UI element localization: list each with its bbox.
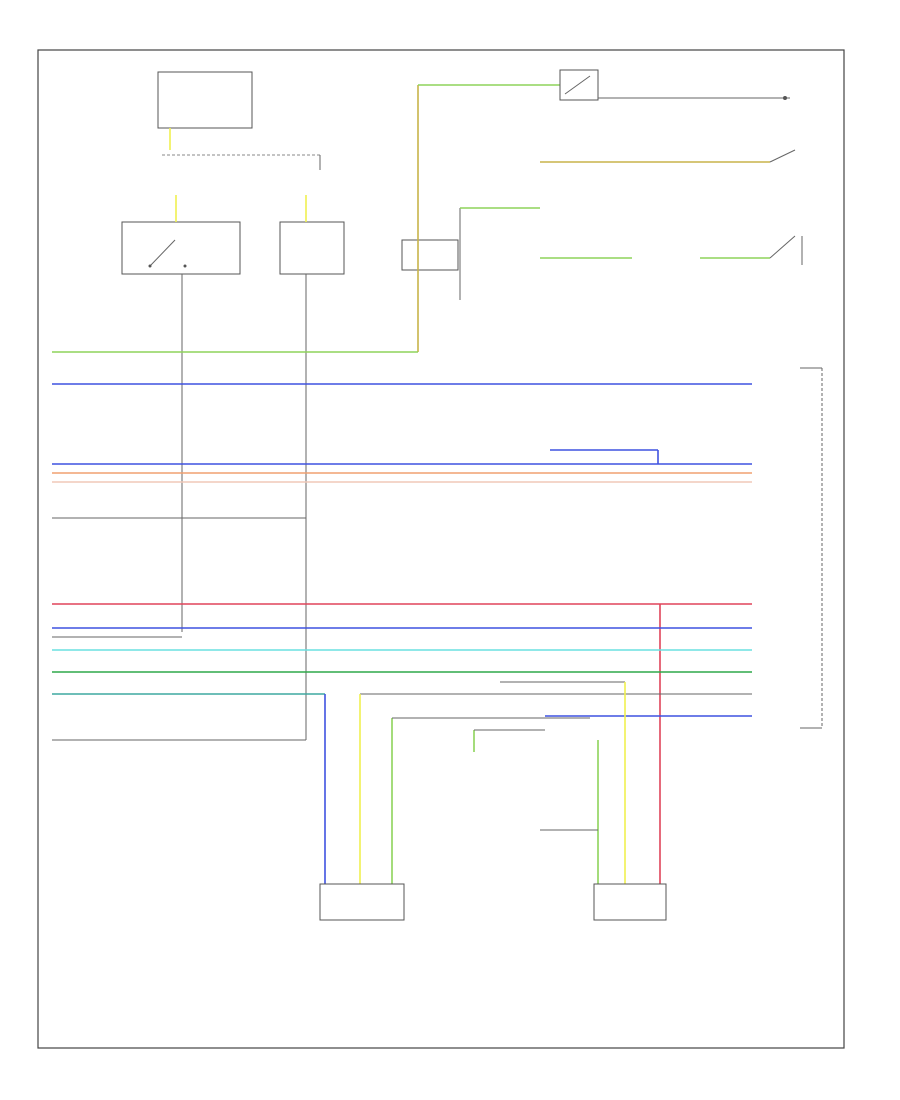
brake-switch-contact-2	[183, 264, 187, 268]
fuse-block	[157, 71, 253, 150]
clutch-switch	[279, 221, 345, 275]
diagram-frame	[37, 49, 845, 1049]
top-switch	[559, 69, 599, 101]
control-module	[593, 883, 667, 921]
brake-switch	[121, 221, 241, 275]
brake-switch-contact	[148, 264, 152, 268]
relay-module	[401, 239, 459, 271]
pcm-module	[319, 883, 405, 921]
top-right-ground	[783, 96, 787, 100]
